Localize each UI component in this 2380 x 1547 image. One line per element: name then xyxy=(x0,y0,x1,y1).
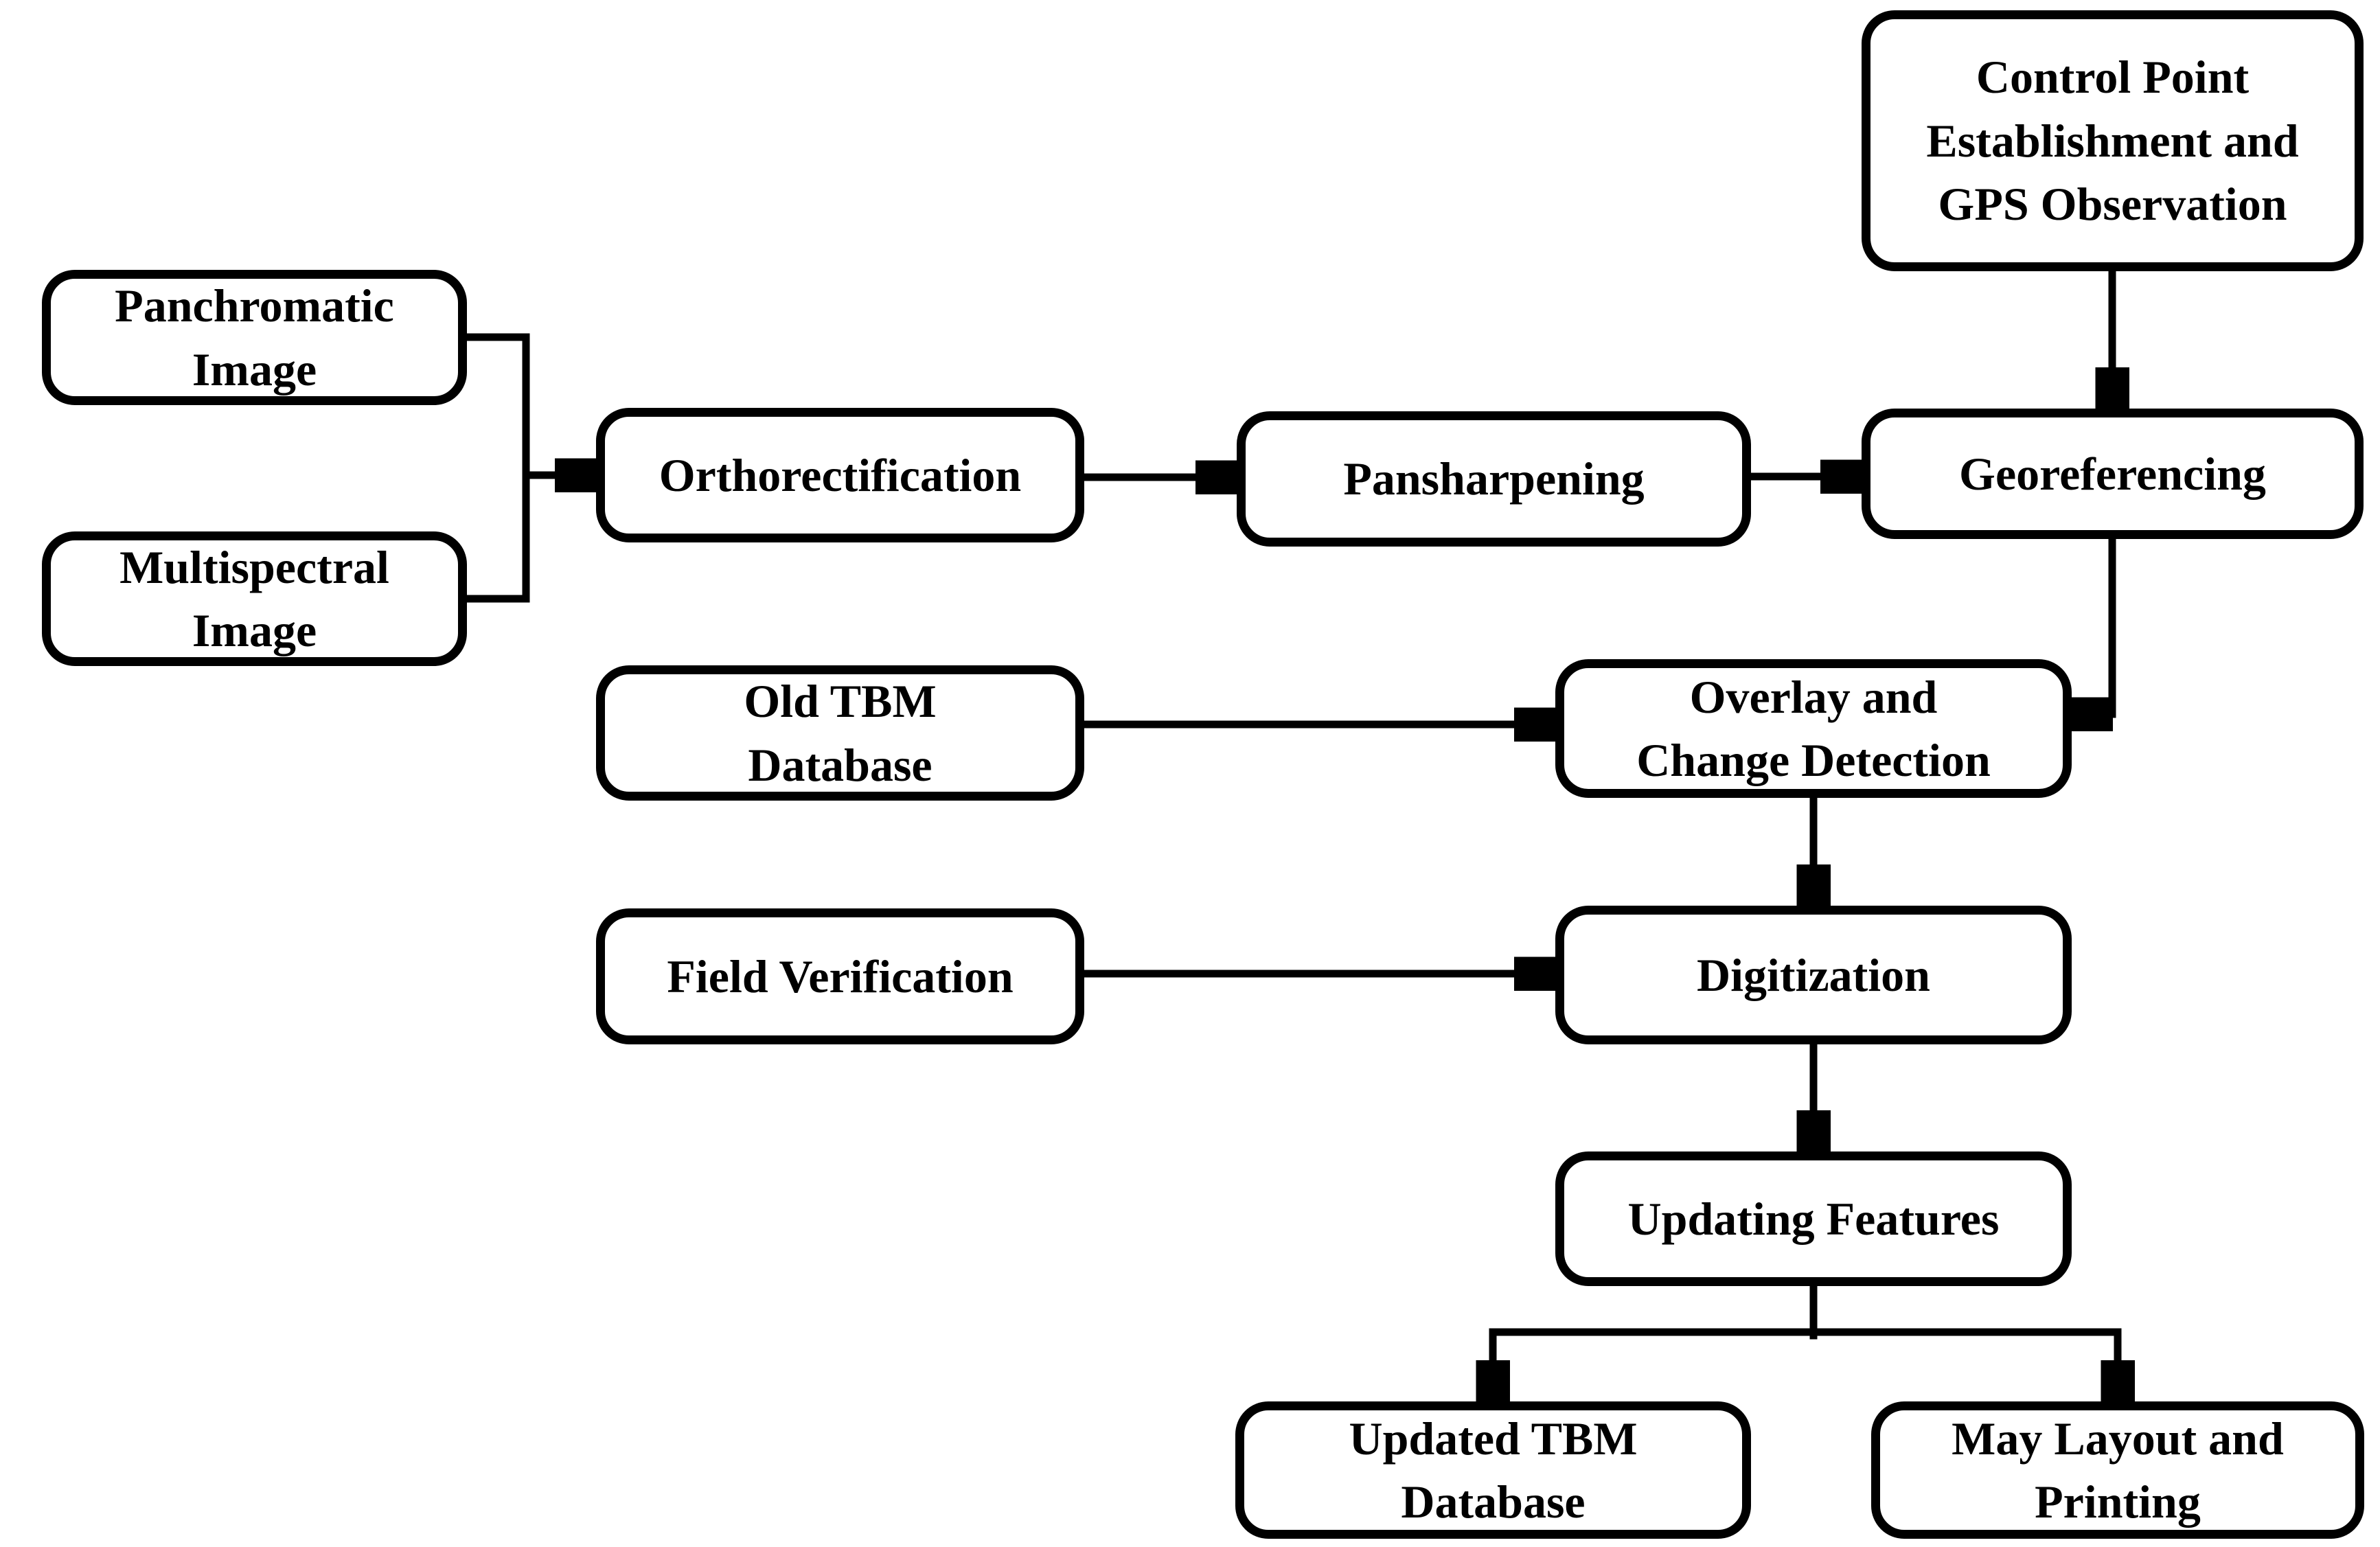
node-updated-tbm-database: Updated TBM Database xyxy=(1235,1401,1751,1539)
node-pansharpening: Pansharpening xyxy=(1237,411,1751,547)
node-digitization: Digitization xyxy=(1555,906,2072,1044)
node-overlay-and-change-detection: Overlay and Change Detection xyxy=(1555,659,2072,798)
node-control-point-establishment: Control Point Establishment and GPS Obse… xyxy=(1862,10,2364,271)
node-updating-features: Updating Features xyxy=(1555,1151,2072,1286)
node-may-layout-and-printing: May Layout and Printing xyxy=(1871,1401,2364,1539)
node-orthorectification: Orthorectification xyxy=(596,408,1084,542)
node-old-tbm-database: Old TBM Database xyxy=(596,665,1084,801)
node-panchromatic-image: Panchromatic Image xyxy=(42,270,467,405)
edge-georeferencing-to-overlay xyxy=(2083,535,2116,714)
node-field-verification: Field Verification xyxy=(596,908,1084,1044)
edge-images-merge-bracket xyxy=(463,333,530,603)
node-georeferencing: Georeferencing xyxy=(1862,409,2364,539)
node-multispectral-image: Multispectral Image xyxy=(42,531,467,666)
